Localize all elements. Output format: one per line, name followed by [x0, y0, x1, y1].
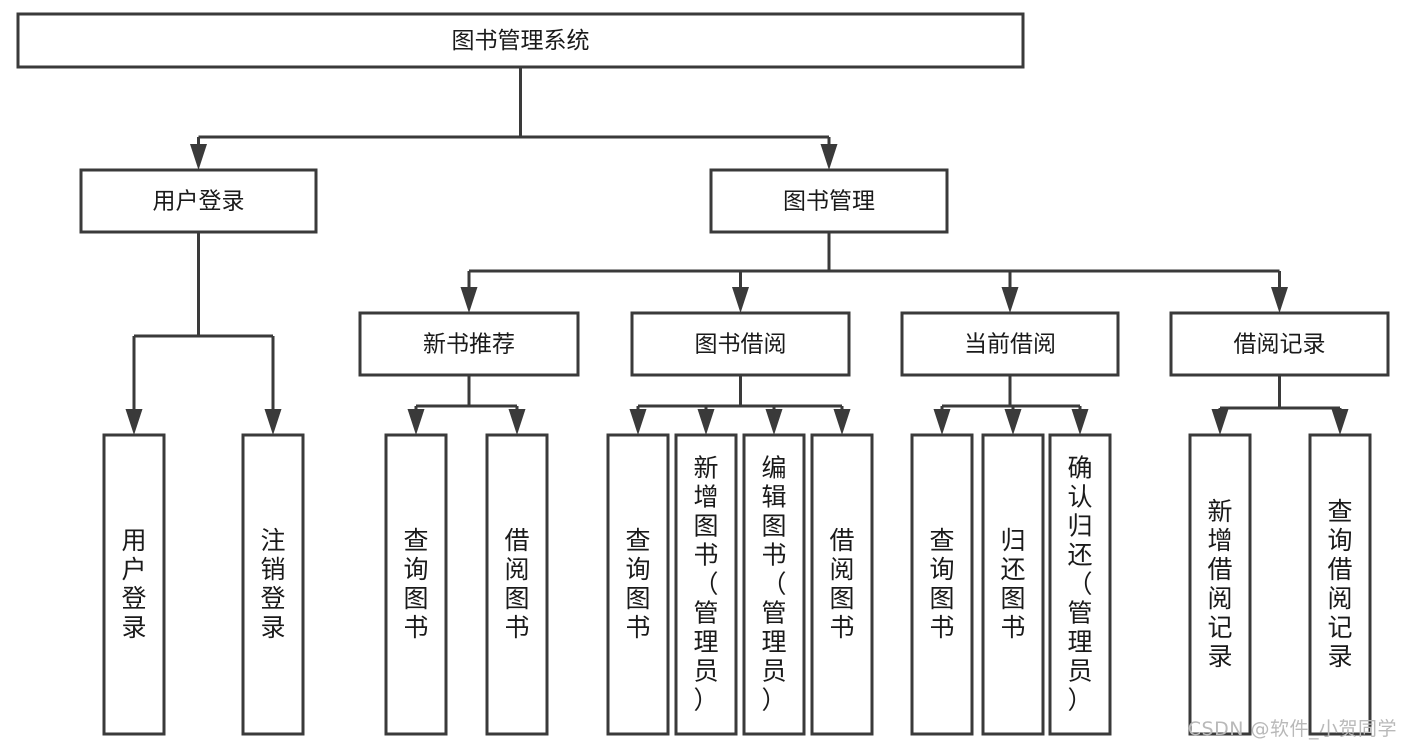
arrow-head-icon [264, 409, 282, 435]
arrow-head-icon [697, 409, 715, 435]
node-label: 图书管理系统 [452, 28, 590, 54]
connector-group [125, 232, 282, 435]
arrow-head-icon [833, 409, 851, 435]
node-box[interactable] [1188, 433, 1252, 736]
node-label: 新增图书（管理员） [693, 454, 718, 715]
node-label: 图书借阅 [695, 332, 787, 358]
node-box[interactable] [1308, 433, 1372, 736]
connector-group [190, 67, 838, 170]
arrow-head-icon [407, 409, 425, 435]
node-box[interactable] [102, 433, 166, 736]
csdn-watermark: CSDN @软件_小贺同学 [1187, 718, 1397, 740]
arrow-head-icon [820, 144, 838, 170]
node-box[interactable] [900, 311, 1120, 377]
node-root[interactable]: 图书管理系统 [16, 12, 1025, 69]
node-leaf-borrow-book-bb[interactable]: 借阅图书 [810, 433, 874, 736]
node-box[interactable] [674, 433, 738, 736]
node-label: 新书推荐 [423, 332, 515, 358]
node-box[interactable] [358, 311, 580, 377]
node-label: 编辑图书（管理员） [761, 454, 786, 715]
node-leaf-user-login[interactable]: 用户登录 [102, 433, 166, 736]
node-leaf-query-record[interactable]: 查询借阅记录 [1308, 433, 1372, 736]
arrow-head-icon [1004, 409, 1022, 435]
node-box[interactable] [384, 433, 448, 736]
arrow-head-icon [732, 287, 749, 313]
node-label: 当前借阅 [964, 332, 1056, 358]
arrow-head-icon [508, 409, 526, 435]
node-box[interactable] [1048, 433, 1112, 736]
node-label: 借阅图书 [504, 526, 529, 642]
arrow-head-icon [629, 409, 647, 435]
node-box[interactable] [630, 311, 851, 377]
node-layer: 图书管理系统用户登录图书管理新书推荐图书借阅当前借阅借阅记录用户登录注销登录查询… [16, 12, 1390, 736]
node-leaf-borrow-book-rec[interactable]: 借阅图书 [485, 433, 549, 736]
node-box[interactable] [241, 433, 305, 736]
node-leaf-confirm-return[interactable]: 确认归还（管理员） [1048, 433, 1112, 736]
node-box[interactable] [810, 433, 874, 736]
node-label: 借阅记录 [1234, 332, 1326, 358]
node-box[interactable] [981, 433, 1045, 736]
node-book-borrow[interactable]: 图书借阅 [630, 311, 851, 377]
connector-group [933, 375, 1089, 435]
connector-group [407, 375, 526, 435]
node-book-manage[interactable]: 图书管理 [709, 168, 949, 234]
node-leaf-query-book-cb[interactable]: 查询图书 [910, 433, 974, 736]
node-leaf-query-book-rec[interactable]: 查询图书 [384, 433, 448, 736]
node-label: 查询借阅记录 [1327, 497, 1352, 671]
connector-group [629, 375, 851, 435]
node-label: 借阅图书 [829, 526, 854, 642]
arrow-head-icon [1071, 409, 1089, 435]
node-box[interactable] [1169, 311, 1390, 377]
arrow-head-icon [933, 409, 951, 435]
node-label: 用户登录 [153, 189, 245, 215]
arrow-head-icon [1271, 287, 1288, 313]
arrow-head-icon [190, 144, 207, 170]
arrow-head-icon [1331, 409, 1349, 435]
arrow-head-icon [765, 409, 783, 435]
connector-group [1211, 375, 1349, 435]
node-label: 查询图书 [625, 526, 650, 642]
arrow-head-icon [125, 409, 143, 435]
node-label: 归还图书 [1000, 526, 1025, 642]
node-label: 注销登录 [260, 526, 285, 642]
node-user-login[interactable]: 用户登录 [79, 168, 318, 234]
node-box[interactable] [742, 433, 806, 736]
arrow-head-icon [1001, 287, 1019, 313]
node-label: 查询图书 [403, 526, 428, 642]
arrow-head-icon [460, 287, 478, 313]
node-box[interactable] [79, 168, 318, 234]
node-label: 图书管理 [783, 189, 875, 215]
connector-layer [125, 67, 1349, 435]
node-leaf-add-record[interactable]: 新增借阅记录 [1188, 433, 1252, 736]
node-label: 用户登录 [121, 526, 146, 642]
node-borrow-record[interactable]: 借阅记录 [1169, 311, 1390, 377]
node-leaf-add-book[interactable]: 新增图书（管理员） [674, 433, 738, 736]
node-current-borrow[interactable]: 当前借阅 [900, 311, 1120, 377]
node-new-book-rec[interactable]: 新书推荐 [358, 311, 580, 377]
node-label: 确认归还（管理员） [1067, 454, 1092, 715]
node-box[interactable] [709, 168, 949, 234]
node-label: 新增借阅记录 [1207, 497, 1232, 671]
arrow-head-icon [1211, 409, 1229, 435]
node-leaf-edit-book[interactable]: 编辑图书（管理员） [742, 433, 806, 736]
node-box[interactable] [910, 433, 974, 736]
connector-group [460, 232, 1288, 313]
node-leaf-user-logout[interactable]: 注销登录 [241, 433, 305, 736]
node-leaf-return-book[interactable]: 归还图书 [981, 433, 1045, 736]
node-box[interactable] [16, 12, 1025, 69]
node-label: 查询图书 [929, 526, 954, 642]
node-box[interactable] [485, 433, 549, 736]
node-leaf-query-book-bb[interactable]: 查询图书 [606, 433, 670, 736]
node-box[interactable] [606, 433, 670, 736]
